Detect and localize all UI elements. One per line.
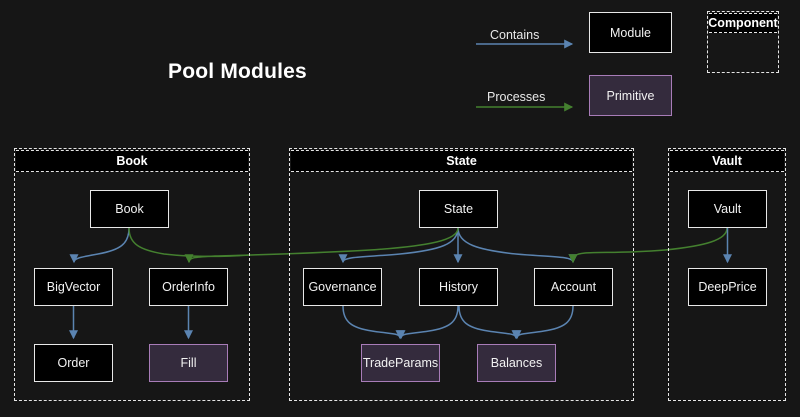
node-vault-label: Vault [713, 202, 742, 216]
node-bigvector[interactable]: BigVector [34, 268, 113, 306]
legend-primitive-label: Primitive [606, 88, 655, 103]
node-account[interactable]: Account [534, 268, 613, 306]
node-deepprice-label: DeepPrice [698, 280, 757, 294]
legend-processes-label: Processes [487, 90, 546, 104]
node-state-label: State [443, 202, 474, 216]
node-tradeparams-label: TradeParams [362, 356, 439, 370]
node-governance[interactable]: Governance [303, 268, 382, 306]
container-state [289, 148, 634, 401]
container-vault-label: Vault [712, 154, 742, 168]
page-title: Pool Modules [168, 60, 307, 83]
container-book-header: Book [16, 150, 248, 172]
legend-component-header: Component [708, 13, 778, 33]
node-orderinfo-label: OrderInfo [162, 280, 215, 294]
legend-module-label: Module [610, 25, 651, 40]
node-history[interactable]: History [419, 268, 498, 306]
container-state-header: State [291, 150, 632, 172]
node-fill-label: Fill [180, 356, 197, 370]
legend-contains-label: Contains [490, 28, 540, 42]
node-governance-label: Governance [308, 280, 377, 294]
node-fill[interactable]: Fill [149, 344, 228, 382]
container-vault [668, 148, 786, 401]
legend-component-box [707, 11, 779, 73]
node-vault[interactable]: Vault [688, 190, 767, 228]
legend-component-label: Component [708, 16, 778, 30]
node-order-label: Order [57, 356, 90, 370]
node-order[interactable]: Order [34, 344, 113, 382]
container-book-label: Book [116, 154, 148, 168]
legend-processes-arrow [476, 102, 574, 112]
node-balances[interactable]: Balances [477, 344, 556, 382]
legend-contains-arrow [476, 39, 574, 49]
node-book[interactable]: Book [90, 190, 169, 228]
container-vault-header: Vault [670, 150, 784, 172]
node-deepprice[interactable]: DeepPrice [688, 268, 767, 306]
node-tradeparams[interactable]: TradeParams [361, 344, 440, 382]
node-bigvector-label: BigVector [46, 280, 101, 294]
node-book-label: Book [115, 202, 144, 216]
node-orderinfo[interactable]: OrderInfo [149, 268, 228, 306]
container-book [14, 148, 250, 401]
container-state-label: State [446, 154, 477, 168]
node-state[interactable]: State [419, 190, 498, 228]
legend-module-box: Module [589, 12, 672, 53]
node-history-label: History [439, 280, 478, 294]
legend-primitive-box: Primitive [589, 75, 672, 116]
node-balances-label: Balances [490, 356, 543, 370]
node-account-label: Account [550, 280, 597, 294]
